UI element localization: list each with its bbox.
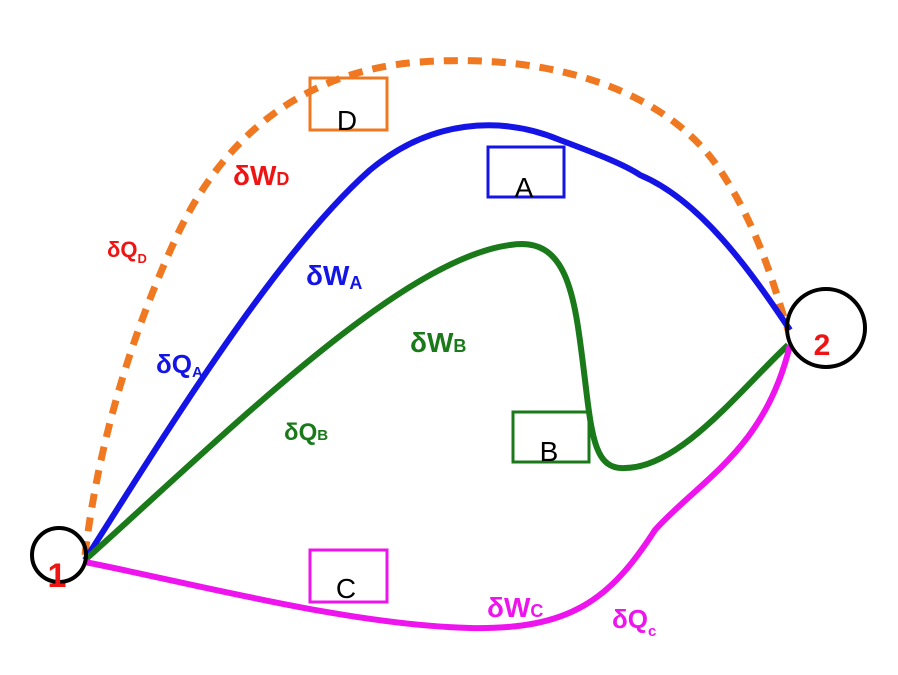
work-label-d: δWD — [233, 160, 289, 191]
box-c — [308, 548, 389, 604]
box-c-label: C — [336, 573, 356, 604]
heat-label-c: δQc — [612, 604, 656, 640]
state-2-label: 2 — [814, 329, 831, 362]
state-2-circle — [785, 287, 867, 369]
path-d-curve — [81, 57, 792, 556]
box-b-label: B — [540, 436, 559, 467]
heat-label-b: δQB — [284, 419, 328, 446]
box-d — [308, 76, 389, 132]
box-a — [486, 145, 566, 199]
heat-label-a: δQA — [156, 349, 203, 381]
path-c-curve — [84, 344, 793, 632]
state-1-circle — [30, 526, 88, 584]
path-a-curve — [82, 122, 793, 562]
state-1-label: 1 — [48, 557, 67, 595]
path-b-curve — [82, 240, 791, 563]
box-b — [511, 410, 591, 464]
work-label-b: δWB — [410, 327, 466, 358]
box-d-label: D — [337, 105, 357, 136]
work-label-c: δWC — [487, 592, 543, 623]
box-a-label: A — [515, 172, 534, 203]
heat-label-d: δQD — [107, 237, 147, 266]
work-label-a: δWA — [306, 260, 362, 293]
